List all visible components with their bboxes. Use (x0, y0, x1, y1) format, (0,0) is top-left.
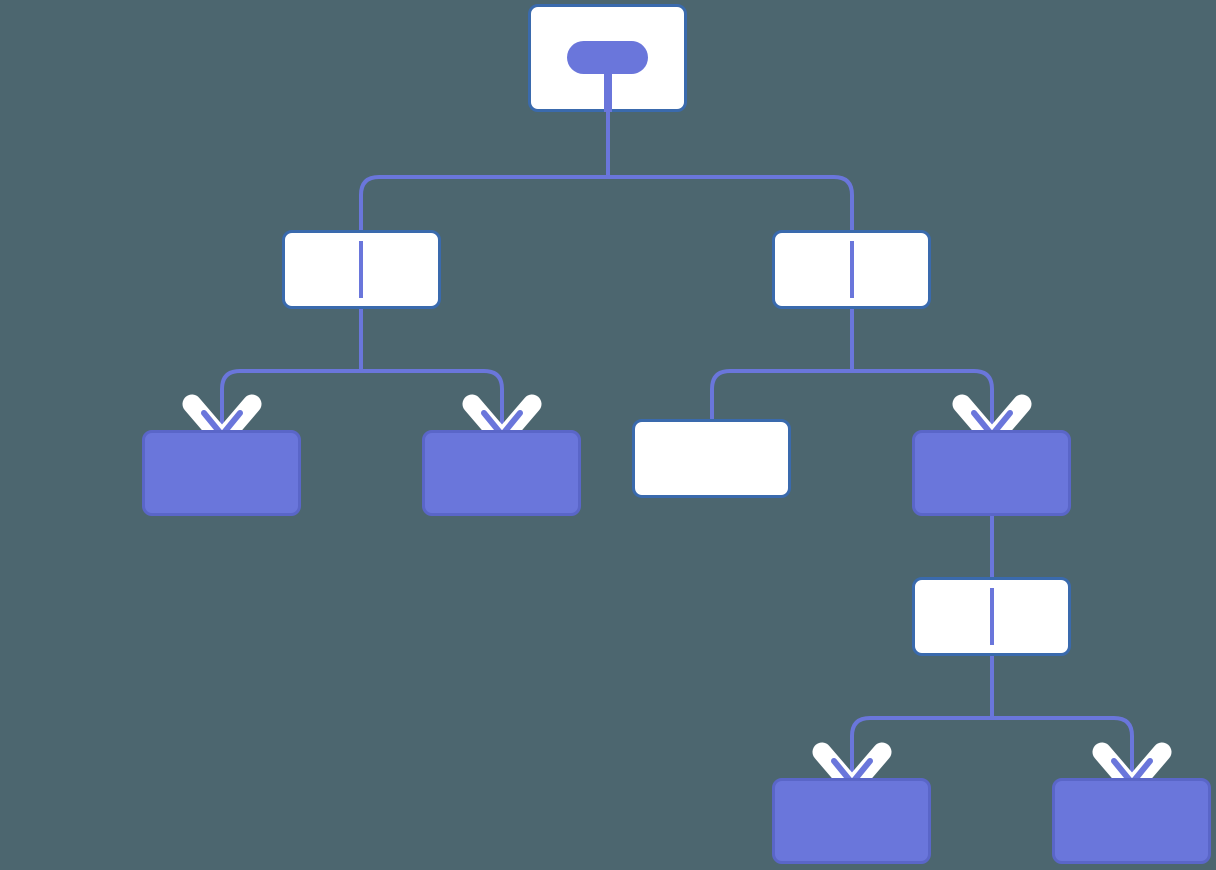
tree-node-label (635, 422, 788, 495)
edge-connector (359, 112, 611, 230)
tree-node-n6[interactable] (632, 419, 791, 498)
tree-node-label (425, 433, 578, 513)
edge-connector (850, 309, 994, 437)
tree-node-label (1055, 781, 1208, 861)
tree-node-label (145, 433, 298, 513)
edge-connector (710, 309, 854, 419)
edge-connector (220, 309, 363, 437)
tree-node-n7[interactable] (912, 430, 1071, 516)
tree-node-n4[interactable] (142, 430, 301, 516)
edge-connector-through-node (990, 588, 994, 645)
edge-connector-through-node (359, 241, 363, 298)
root-node-stem-icon (604, 74, 612, 112)
edge-connector (990, 656, 1134, 785)
edge-connector (606, 112, 854, 230)
tree-node-label (775, 781, 928, 861)
tree-node-n5[interactable] (422, 430, 581, 516)
edge-connector-through-node (850, 241, 854, 298)
edge-connector (850, 656, 994, 785)
edge-paths-group (220, 112, 1134, 785)
tree-node-n9[interactable] (772, 778, 931, 864)
tree-node-n10[interactable] (1052, 778, 1211, 864)
edge-connector (359, 309, 504, 437)
root-node-pill-icon (567, 41, 648, 74)
tree-node-label (915, 433, 1068, 513)
